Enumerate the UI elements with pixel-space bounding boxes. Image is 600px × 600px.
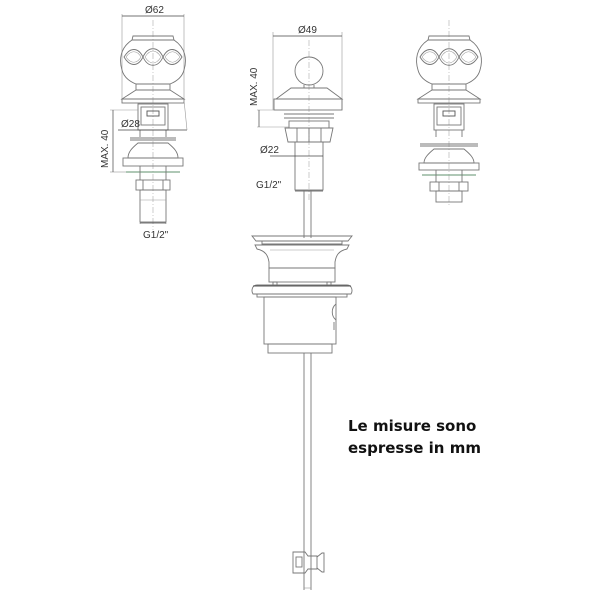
center-top-diameter-label: Ø49	[298, 25, 317, 36]
right-handle-view	[416, 20, 482, 205]
left-handle-view: Ø62	[100, 5, 187, 241]
center-thread-label: G1/2"	[256, 180, 282, 191]
center-height-label: MAX. 40	[249, 67, 260, 106]
units-note-line-2: espresse in mm	[348, 439, 481, 457]
left-shank-diameter-label: Ø28	[121, 119, 140, 130]
center-shank-diameter-label: Ø22	[260, 145, 279, 156]
units-note: Le misure sono espresse in mm	[348, 415, 481, 459]
left-height-label: MAX. 40	[100, 129, 111, 168]
pop-up-waste-view	[251, 232, 353, 590]
left-thread-label: G1/2"	[143, 230, 169, 241]
center-spout-view: Ø49 MAX. 40 Ø22	[249, 25, 344, 232]
units-note-line-1: Le misure sono	[348, 417, 477, 435]
left-top-diameter-label: Ø62	[145, 5, 164, 16]
